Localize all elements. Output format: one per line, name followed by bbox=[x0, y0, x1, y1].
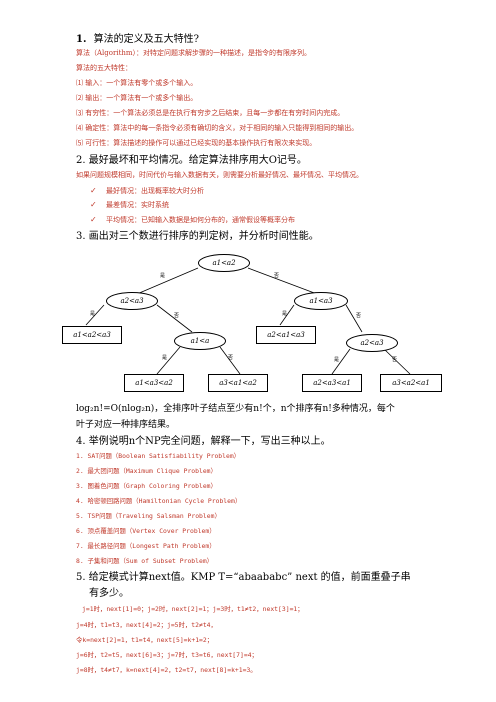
edge-label-no: 否 bbox=[228, 355, 234, 361]
q2-average-case: ✓平均情况：已知输入数据是如何分布的，通常假设等概率分布 bbox=[90, 215, 295, 224]
tree-left-node: a2<a3 bbox=[106, 292, 158, 310]
q3-analysis-line1: log₂n!=O(nlog₂n)，全排序叶子结点至少有n!个，n个排序有n!多种… bbox=[76, 404, 395, 414]
q5-heading-line2: 有多少。 bbox=[89, 588, 129, 599]
np-problem-item: 3. 图着色问题（Graph Coloring Problem） bbox=[76, 482, 217, 490]
q1-feature-finiteness: ⑶ 有穷性：一个算法必须总是在执行有穷步之后结束，且每一步都在有穷时间内完成。 bbox=[76, 109, 345, 117]
q1-definition: 算法（Algorithm）：对特定问题求解步骤的一种描述，是指令的有限序列。 bbox=[76, 49, 312, 57]
kmp-step-line: j=4时，t1=t3，next[4]=2；j=5时，t2≠t4， bbox=[76, 621, 217, 629]
decision-tree: a1<a2 a2<a3 a1<a3 a1<a2<a3 a1<a a2<a1<a3… bbox=[62, 250, 462, 400]
q1-title: 算法的定义及五大特性? bbox=[93, 34, 200, 45]
q4-heading: 4. 举例说明n个NP完全问题，解释一下，写出三种以上。 bbox=[76, 436, 331, 447]
check-icon: ✓ bbox=[90, 200, 97, 209]
edge-label-yes: 是 bbox=[282, 311, 288, 317]
tree-leaf-lrl: a1<a3<a2 bbox=[124, 374, 184, 392]
edge-lr-lrl bbox=[156, 346, 181, 375]
tree-right-node: a1<a3 bbox=[294, 292, 348, 310]
q2-heading: 2. 最好最坏和平均情况。给定算法排序用大O记号。 bbox=[76, 155, 307, 166]
edge-right-rl bbox=[279, 304, 295, 326]
np-problem-item: 2. 最大团问题（Maximum Clique Problem） bbox=[76, 467, 217, 475]
np-problem-item: 1. SAT问题（Boolean Satisfiability Problem） bbox=[76, 452, 241, 460]
q1-number: 1. bbox=[76, 34, 87, 45]
np-problem-item: 6. 顶点覆盖问题（Vertex Cover Problem） bbox=[76, 527, 216, 535]
edge-right-rr bbox=[345, 304, 363, 333]
kmp-step-line: j=1时，next[1]=0；j=2时，next[2]=1；j=3时，t1≠t2… bbox=[82, 605, 304, 613]
decision-tree-edges bbox=[85, 267, 411, 375]
tree-leaf-rrl: a2<a3<a1 bbox=[302, 374, 362, 392]
kmp-step-line: 令k=next[2]=1，t1=t4，next[5]=k+1=2； bbox=[76, 636, 214, 644]
edge-root-right bbox=[247, 267, 318, 295]
q3-analysis-line2: 叶子对应一种排序结果。 bbox=[76, 420, 176, 430]
q1-feature-output: ⑵ 输出：一个算法有一个或多个输出。 bbox=[76, 94, 198, 102]
tree-lr-node: a1<a bbox=[174, 332, 226, 350]
q5-heading-line1: 5. 给定模式计算next值。KMP T=“abaababc” next 的值，… bbox=[76, 572, 411, 583]
np-problem-item: 8. 子集和问题（Sum of Subset Problem） bbox=[76, 557, 214, 565]
q2-intro: 如果问题规模相同，时间代价与输入数据有关，则需要分析最好情况、最坏情况、平均情况… bbox=[76, 171, 363, 179]
np-problem-item: 5. TSP问题（Traveling Salsman Problem） bbox=[76, 512, 221, 520]
edge-root-left bbox=[136, 267, 199, 295]
tree-leaf-ll: a1<a2<a3 bbox=[62, 326, 122, 344]
q1-heading: 1. 算法的定义及五大特性? bbox=[76, 35, 199, 45]
check-icon: ✓ bbox=[90, 186, 97, 195]
q1-feature-definiteness: ⑷ 确定性：算法中的每一条指令必须有确切的含义，对于相同的输入只能得到相同的输出… bbox=[76, 124, 359, 132]
q1-feature-feasibility: ⑸ 可行性：算法描述的操作可以通过已经实现的基本操作执行有限次来实现。 bbox=[76, 139, 317, 147]
tree-root-node: a1<a2 bbox=[198, 254, 250, 272]
tree-leaf-lrr: a3<a1<a2 bbox=[208, 374, 268, 392]
tree-rr-node: a2<a3 bbox=[346, 334, 398, 352]
edge-label-no: 否 bbox=[174, 313, 180, 319]
edge-left-ll bbox=[85, 304, 105, 326]
edge-label-no: 否 bbox=[274, 273, 280, 279]
q2-worst-case: ✓最差情况：实时系统 bbox=[90, 200, 169, 209]
q2-best-case: ✓最好情况：出现概率较大时分析 bbox=[90, 186, 204, 195]
edge-label-no: 否 bbox=[356, 313, 362, 319]
check-icon: ✓ bbox=[90, 215, 97, 224]
edge-lr-lrr bbox=[219, 346, 241, 375]
edge-rr-rrl bbox=[331, 348, 351, 375]
kmp-step-line: j=6时，t2=t5，next[6]=3；j=7时，t3=t6，next[7]=… bbox=[76, 651, 258, 659]
tree-leaf-rl: a2<a1<a3 bbox=[256, 326, 316, 344]
q3-heading: 3. 画出对三个数进行排序的判定树，并分析时间性能。 bbox=[76, 231, 319, 242]
edge-label-yes: 是 bbox=[90, 311, 96, 317]
edge-label-no: 否 bbox=[392, 357, 398, 363]
q1-feature-input: ⑴ 输入：一个算法有零个或多个输入。 bbox=[76, 79, 198, 87]
np-problem-item: 7. 最长路径问题（Longest Path Problem） bbox=[76, 542, 216, 550]
q1-features-heading: 算法的五大特性： bbox=[76, 64, 132, 72]
edge-label-yes: 是 bbox=[162, 355, 168, 361]
edge-label-yes: 是 bbox=[334, 357, 340, 363]
np-problem-item: 4. 哈密顿回路问题（Hamiltonian Cycle Problem） bbox=[76, 497, 242, 505]
kmp-step-line: j=8时，t4≠t7，k=next[4]=2，t2=t7，next[8]=k+1… bbox=[76, 666, 257, 674]
edge-rr-rrr bbox=[383, 348, 411, 375]
tree-leaf-rrr: a3<a2<a1 bbox=[380, 374, 442, 392]
edge-label-yes: 是 bbox=[160, 273, 166, 279]
edge-left-lr bbox=[156, 304, 193, 333]
